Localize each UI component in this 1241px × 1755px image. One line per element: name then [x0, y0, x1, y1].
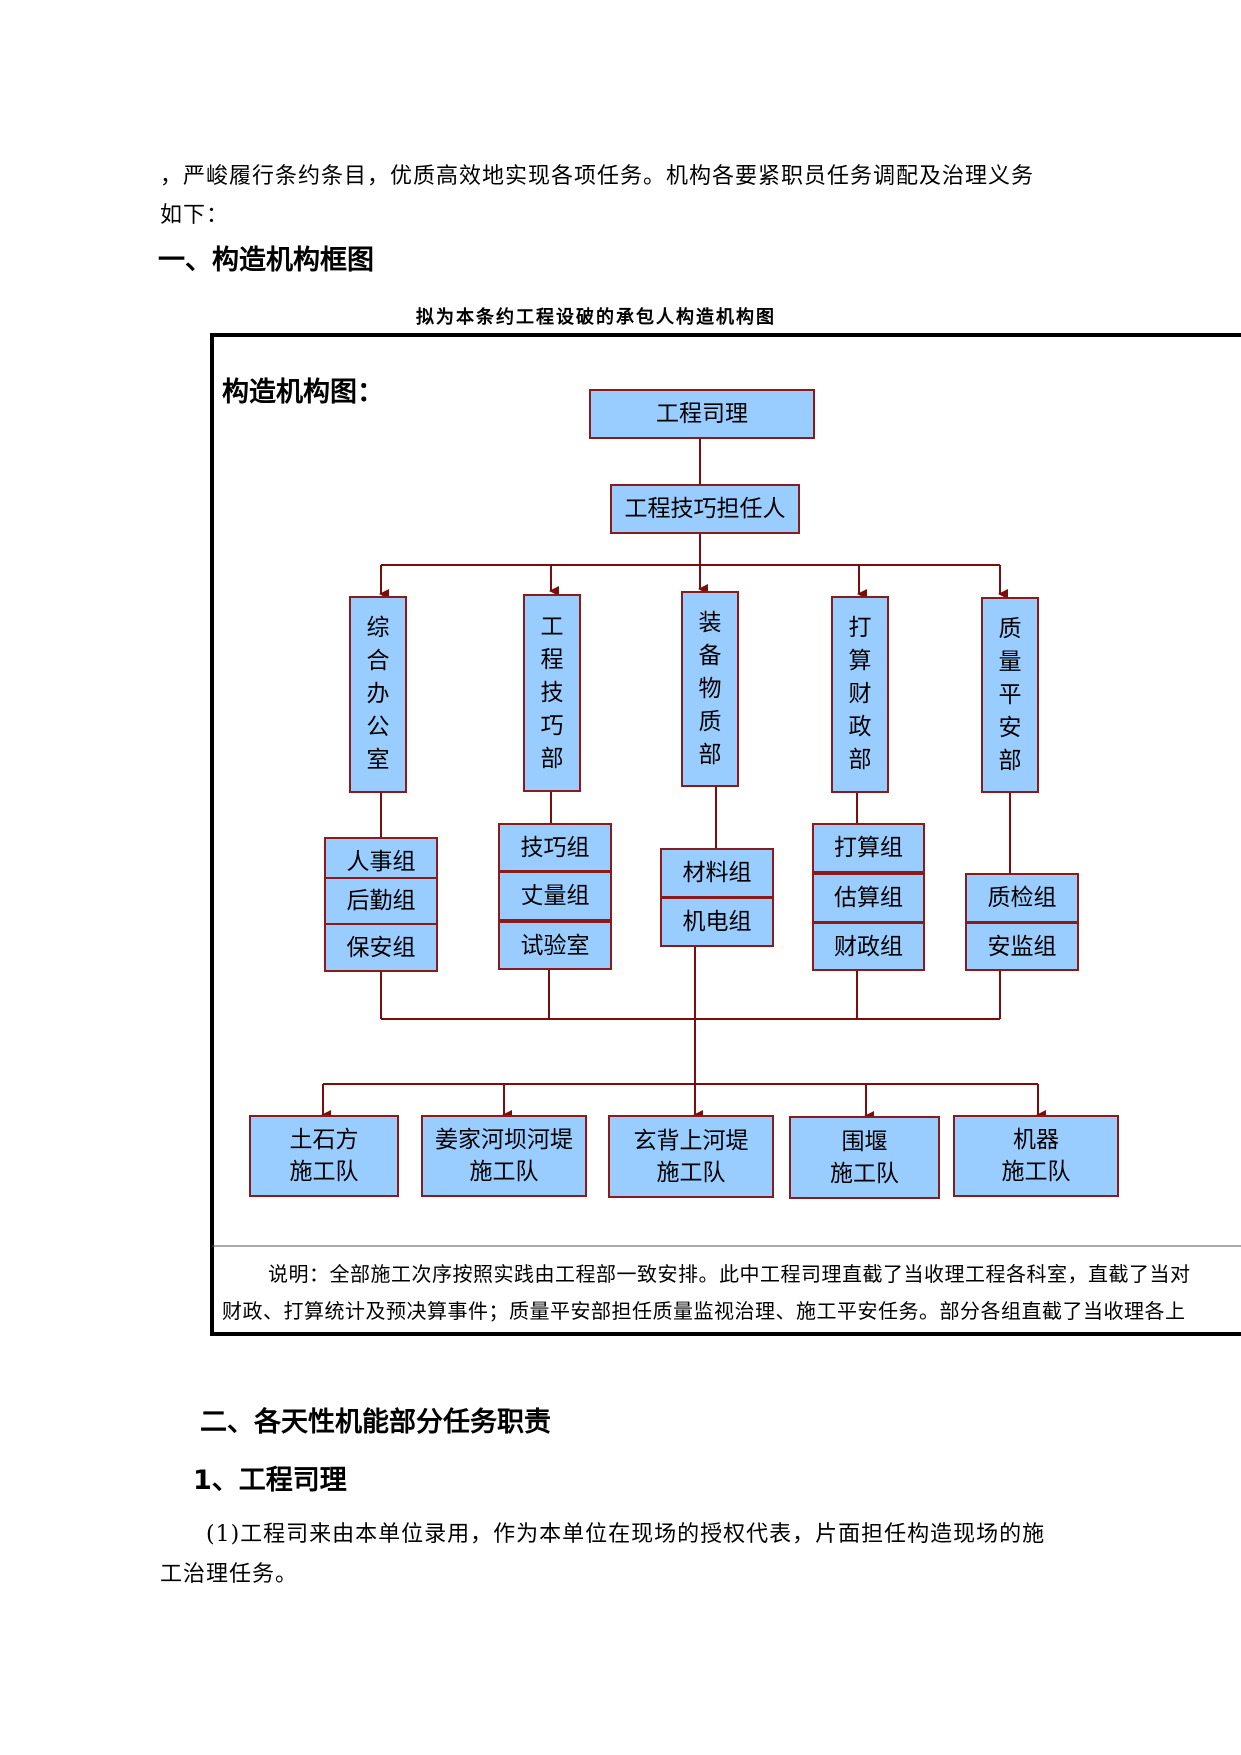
group-logistics: 后勤组: [324, 877, 438, 925]
dept-quality-safety: 质 量 平 安 部: [981, 597, 1039, 793]
group-safety-supervision: 安监组: [965, 922, 1079, 971]
group-laboratory: 试验室: [498, 921, 612, 970]
body-line-2: 工治理任务。: [160, 1562, 299, 1587]
team-cofferdam: 围堰 施工队: [789, 1116, 940, 1199]
chart-title: 拟为本条约工程设破的承包人构造机构图: [416, 307, 776, 328]
group-mechanical-electrical: 机电组: [660, 897, 774, 947]
group-security: 保安组: [324, 923, 438, 972]
dept-planning-finance: 打 算 财 政 部: [831, 596, 889, 793]
team-jiangjia-levee: 姜家河坝河堤 施工队: [421, 1115, 587, 1197]
dept-engineering-tech: 工 程 技 巧 部: [523, 594, 581, 792]
group-planning: 打算组: [812, 823, 925, 873]
note-line-2: 财政、打算统计及预决算事件；质量平安部担任质量监视治理、施工平安任务。部分各组直…: [222, 1299, 1186, 1323]
note-line-1: 说明：全部施工次序按照实践由工程部一致安排。此中工程司理直截了当收理工程各科室，…: [268, 1262, 1191, 1286]
group-estimation: 估算组: [812, 873, 925, 923]
group-technique: 技巧组: [498, 823, 612, 872]
tech-lead-box: 工程技巧担任人: [610, 484, 800, 534]
group-quality-inspection: 质检组: [965, 873, 1079, 923]
team-earthwork: 土石方 施工队: [249, 1115, 399, 1197]
org-chart-frame: [210, 333, 1241, 1336]
dept-equipment-material: 装 备 物 质 部: [681, 591, 739, 787]
team-xuanbei-levee: 玄背上河堤 施工队: [608, 1115, 774, 1198]
section-2-subheading: 1、工程司理: [193, 1465, 347, 1496]
project-manager-box: 工程司理: [589, 389, 815, 439]
section-2-heading: 二、各天性机能部分任务职责: [200, 1407, 551, 1438]
diagram-label: 构造机构图：: [222, 377, 384, 408]
section-1-heading: 一、构造机构框图: [158, 245, 374, 276]
body-line-1: (1)工程司来由本单位录用，作为本单位在现场的授权代表，片面担任构造现场的施: [206, 1522, 1046, 1547]
intro-line-2: 如下：: [160, 203, 230, 228]
group-finance: 财政组: [812, 922, 925, 971]
intro-line-1: ，严峻履行条约条目，优质高效地实现各项任务。机构各要紧职员任务调配及治理义务: [160, 164, 1035, 189]
team-machinery: 机器 施工队: [953, 1115, 1119, 1197]
dept-admin-office: 综 合 办 公 室: [349, 596, 407, 793]
group-surveying: 丈量组: [498, 871, 612, 921]
group-materials: 材料组: [660, 848, 774, 898]
